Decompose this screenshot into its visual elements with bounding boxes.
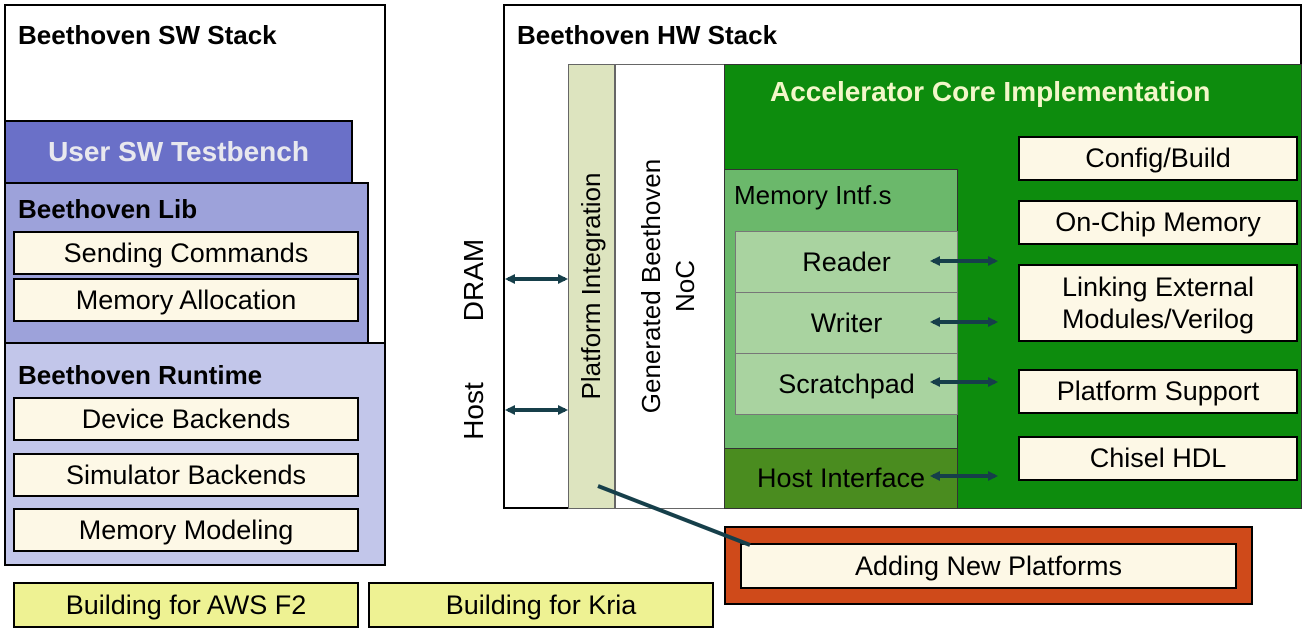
platform-support-box: Platform Support (1018, 369, 1298, 414)
memory-interfaces-title: Memory Intf.s (734, 180, 892, 210)
hw-stack-title: Beethoven HW Stack (517, 20, 778, 50)
beethoven-lib-title: Beethoven Lib (18, 194, 198, 224)
chisel-hdl-box: Chisel HDL (1018, 436, 1298, 481)
accelerator-core-title: Accelerator Core Implementation (770, 76, 1211, 107)
scratchpad-box: Scratchpad (735, 353, 958, 415)
adding-new-platforms-box: Adding New Platforms (740, 543, 1237, 589)
on-chip-memory-box: On-Chip Memory (1018, 200, 1298, 245)
memory-modeling-box: Memory Modeling (13, 508, 359, 552)
writer-box: Writer (735, 292, 958, 354)
config-build-box: Config/Build (1018, 136, 1298, 181)
sw-stack-title: Beethoven SW Stack (18, 20, 277, 50)
platform-integration-column (568, 64, 615, 509)
beethoven-runtime-title: Beethoven Runtime (18, 360, 263, 390)
noc-column (615, 64, 725, 509)
linking-external-modules-box: Linking External Modules/Verilog (1018, 264, 1298, 342)
device-backends-box: Device Backends (13, 397, 359, 441)
platform-connector-line (597, 484, 751, 547)
sending-commands-box: Sending Commands (13, 231, 359, 275)
memory-allocation-box: Memory Allocation (13, 278, 359, 322)
host-interface-box: Host Interface (724, 448, 958, 509)
building-kria-box: Building for Kria (368, 582, 714, 628)
simulator-backends-box: Simulator Backends (13, 453, 359, 497)
building-aws-f2-box: Building for AWS F2 (13, 582, 359, 628)
